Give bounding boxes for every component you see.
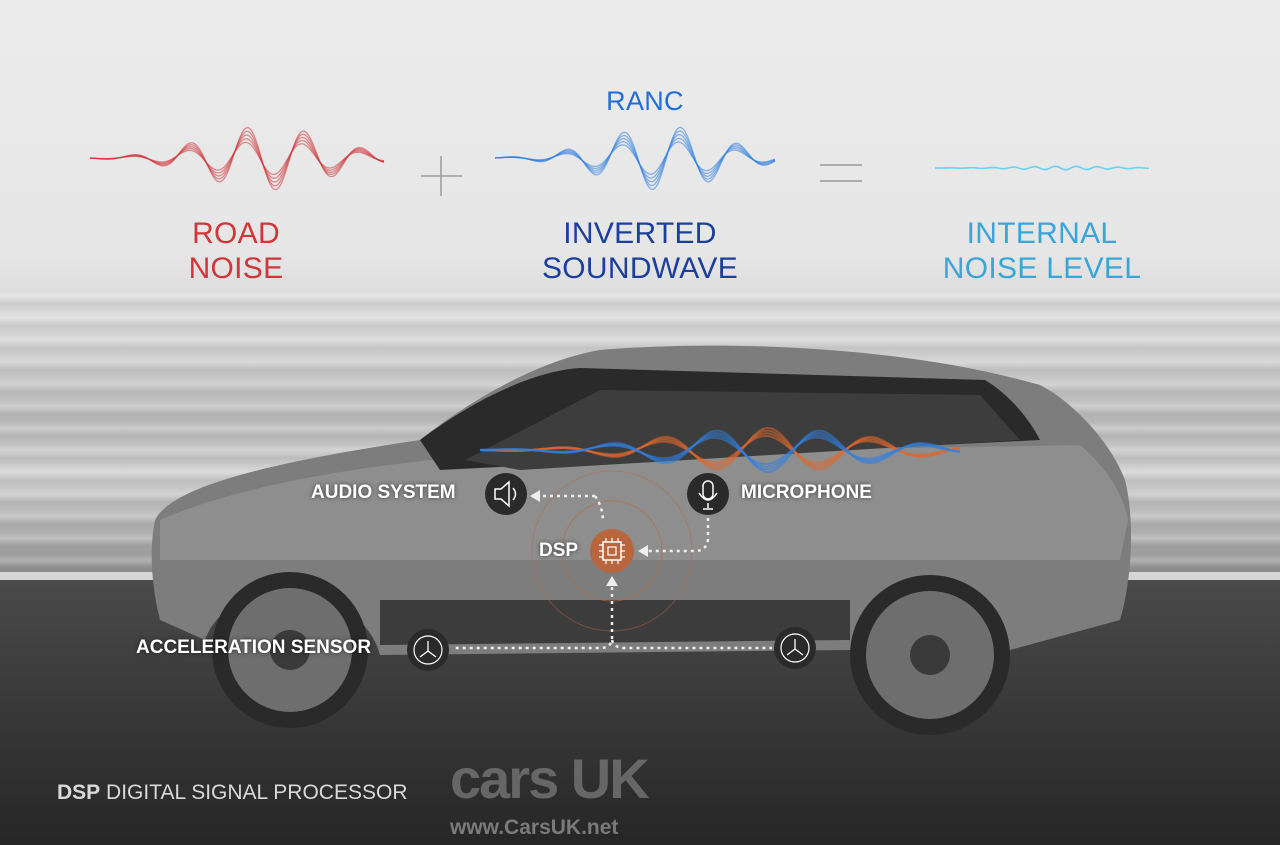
- internal-noise-line2: NOISE LEVEL: [942, 252, 1142, 285]
- road-noise-line2: NOISE: [188, 252, 284, 285]
- wave-strand: [494, 133, 776, 183]
- footer-definition: DIGITAL SIGNAL PROCESSOR: [106, 781, 408, 804]
- road-noise-label: ROAD NOISE: [116, 216, 356, 286]
- inverted-soundwave-wave: [494, 126, 776, 191]
- footer-abbr: DSP: [57, 781, 101, 804]
- acceleration-sensor-label: ACCELERATION SENSOR: [136, 637, 372, 658]
- audio-system-label: AUDIO SYSTEM: [311, 482, 456, 503]
- internal-noise-line1: INTERNAL: [966, 217, 1118, 250]
- internal-noise-label: INTERNAL NOISE LEVEL: [902, 216, 1182, 286]
- wave-strand: [89, 126, 385, 191]
- ranc-label: RANC: [606, 86, 684, 116]
- speaker-icon: [485, 473, 527, 515]
- wave-strand: [494, 130, 776, 187]
- inverted-soundwave-line2: SOUNDWAVE: [541, 252, 739, 285]
- wave-strand: [494, 126, 776, 191]
- wave-strand: [479, 436, 961, 466]
- processor-chip-icon: [590, 529, 634, 573]
- watermark-logo: cars UK: [450, 747, 650, 810]
- signal-connectors: [452, 494, 772, 650]
- wave-strand: [89, 134, 385, 183]
- wave-strand: [90, 141, 385, 176]
- footer-legend: DSP DIGITAL SIGNAL PROCESSOR: [57, 781, 408, 805]
- wave-strand: [935, 165, 1150, 171]
- microphone-icon: [687, 473, 729, 515]
- suv-car: [151, 345, 1132, 735]
- plus-sign: [421, 156, 462, 196]
- equals-sign: [820, 164, 862, 182]
- wave-strand: [479, 434, 961, 464]
- wave-strand: [89, 130, 385, 187]
- cabin-sound-waves: [479, 426, 961, 474]
- microphone-label: MICROPHONE: [741, 482, 872, 503]
- acceleration-sensor-icon-rear: [774, 627, 816, 669]
- road-noise-wave: [89, 126, 385, 191]
- inverted-soundwave-line1: INVERTED: [563, 217, 717, 250]
- watermark-url: www.CarsUK.net: [450, 816, 619, 839]
- dsp-label: DSP: [539, 540, 579, 561]
- wave-strand: [495, 141, 776, 175]
- acceleration-sensor-icon: [407, 629, 449, 671]
- inverted-soundwave-label: INVERTED SOUNDWAVE: [500, 216, 780, 286]
- road-noise-line1: ROAD: [192, 217, 280, 250]
- internal-noise-wave: [935, 165, 1150, 171]
- arrowheads: [530, 490, 648, 586]
